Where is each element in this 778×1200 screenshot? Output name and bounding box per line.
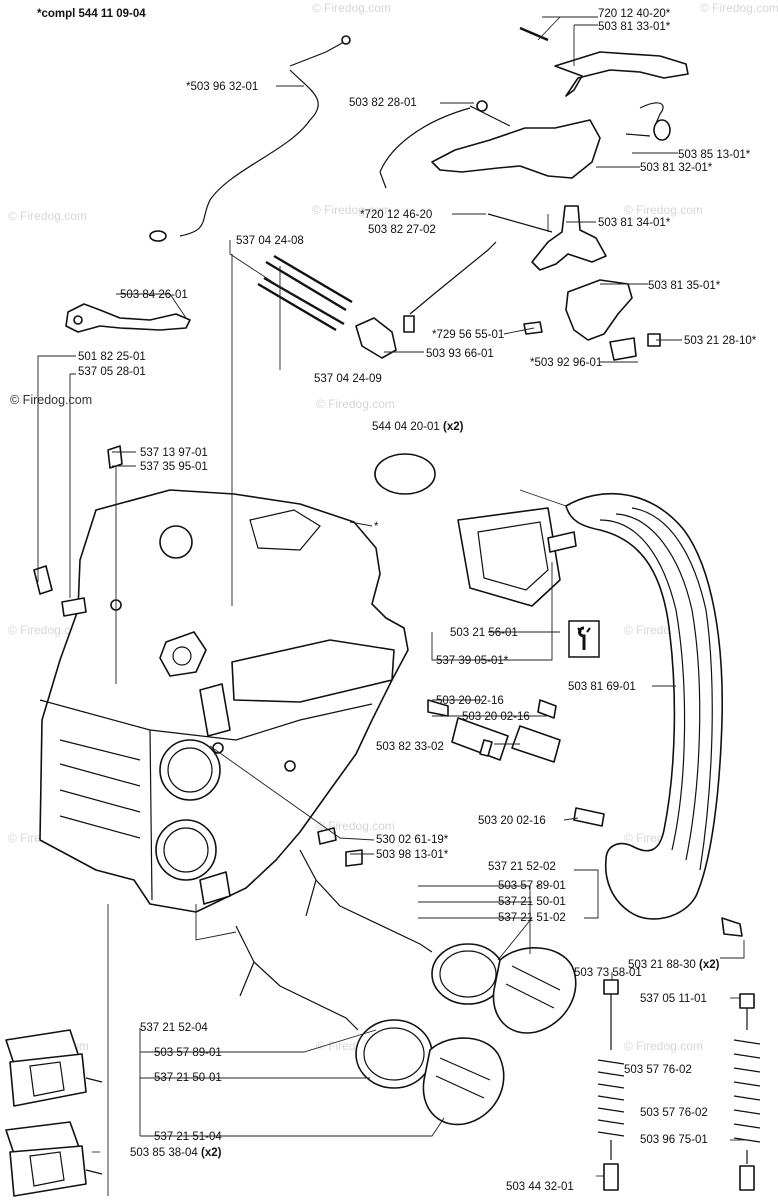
part-label: 530 02 61-19*	[376, 834, 449, 846]
watermark: © Firedog.com	[8, 209, 87, 223]
part-label: 503 96 75-01	[640, 1134, 708, 1146]
rods	[257, 254, 397, 359]
part-label: 537 04 24-08	[236, 235, 304, 247]
watermark: © Firedog.com	[700, 1, 778, 15]
watermark: © Firedog.com	[8, 623, 87, 637]
part-label: 537 21 51-02	[498, 912, 566, 924]
part-label: 503 21 88-30 (x2)	[628, 959, 720, 971]
throttle-lever	[431, 26, 689, 361]
part-label: 537 35 95-01	[140, 461, 208, 473]
assembly-label: *compl 544 11 09-04	[37, 8, 146, 20]
part-label: 537 04 24-09	[314, 373, 382, 385]
part-label: 537 05 28-01	[78, 366, 146, 378]
part-label: 503 81 34-01*	[598, 217, 671, 229]
part-label: 537 05 11-01	[640, 993, 707, 1005]
part-label: 537 13 97-01	[140, 447, 208, 459]
part-label: 503 82 27-02	[368, 224, 436, 236]
part-label: 503 21 28-10*	[684, 335, 757, 347]
watermark: © Firedog.com	[312, 1, 391, 15]
leader-lines	[37, 16, 746, 1196]
wrench-icon	[568, 620, 600, 658]
part-label: 503 85 38-04 (x2)	[130, 1147, 222, 1159]
watermark: © Firedog.com	[624, 203, 703, 217]
part-label: 503 98 13-01*	[376, 849, 449, 861]
watermark: © Firedog.com	[316, 819, 395, 833]
part-label: 720 12 40-20*	[598, 8, 671, 20]
part-label: 503 81 33-01*	[598, 21, 671, 33]
part-label: 537 39 05-01*	[436, 655, 509, 667]
part-label: 503 84 26-01	[120, 289, 188, 301]
part-label: 537 21 52-02	[488, 861, 556, 873]
part-label: 537 21 52-04	[140, 1022, 208, 1034]
part-label: 537 21 50-01	[154, 1072, 222, 1084]
watermark: © Firedog.com	[624, 1039, 703, 1053]
front-handle	[565, 492, 743, 937]
watermark: © Firedog.com	[10, 393, 92, 407]
part-label: 501 82 25-01	[78, 351, 146, 363]
part-label: 503 81 69-01	[568, 681, 636, 693]
part-label: 503 57 76-02	[624, 1064, 692, 1076]
part-labels: 720 12 40-20* 503 81 33-01* *503 96 32-0…	[78, 8, 757, 1193]
part-label: 503 73 58-01	[574, 967, 642, 979]
fuel-caps	[355, 943, 577, 1126]
part-label: 503 57 89-01	[154, 1047, 222, 1059]
part-label: *503 96 32-01	[186, 81, 258, 93]
part-label: 503 20 02-16	[436, 695, 504, 707]
wiring	[65, 35, 497, 333]
part-label: 503 44 32-01	[506, 1181, 574, 1193]
part-label: 503 57 76-02	[640, 1107, 708, 1119]
part-label: 537 21 51-04	[154, 1131, 222, 1143]
part-label: 503 81 35-01*	[648, 280, 721, 292]
part-label: 503 82 33-02	[376, 741, 444, 753]
buffer-part	[374, 453, 436, 495]
part-label: 503 85 13-01*	[678, 149, 751, 161]
tank-housing	[39, 489, 409, 913]
av-buffers	[5, 1029, 103, 1197]
part-label: *503 92 96-01	[530, 357, 602, 369]
part-label: 503 20 02-16	[478, 815, 546, 827]
cover-plate	[457, 507, 577, 607]
part-label: 503 20 02-16	[462, 711, 530, 723]
watermark: © Firedog.com	[312, 203, 391, 217]
damper-assembly	[427, 699, 605, 827]
part-label: *720 12 46-20	[360, 209, 432, 221]
cap-cables	[235, 849, 433, 1031]
part-label: 537 21 50-01	[498, 896, 566, 908]
part-label: 503 21 56-01	[450, 627, 518, 639]
part-label: 503 57 89-01	[498, 880, 566, 892]
part-label: 503 82 28-01	[349, 97, 417, 109]
part-label: 503 81 32-01*	[640, 162, 713, 174]
part-label: *	[374, 521, 379, 533]
part-label: *729 56 55-01	[432, 329, 504, 341]
part-label: 503 93 66-01	[426, 348, 494, 360]
watermark: © Firedog.com	[316, 397, 395, 411]
part-label: 544 04 20-01 (x2)	[372, 421, 464, 433]
fuel-pickups	[597, 979, 761, 1191]
